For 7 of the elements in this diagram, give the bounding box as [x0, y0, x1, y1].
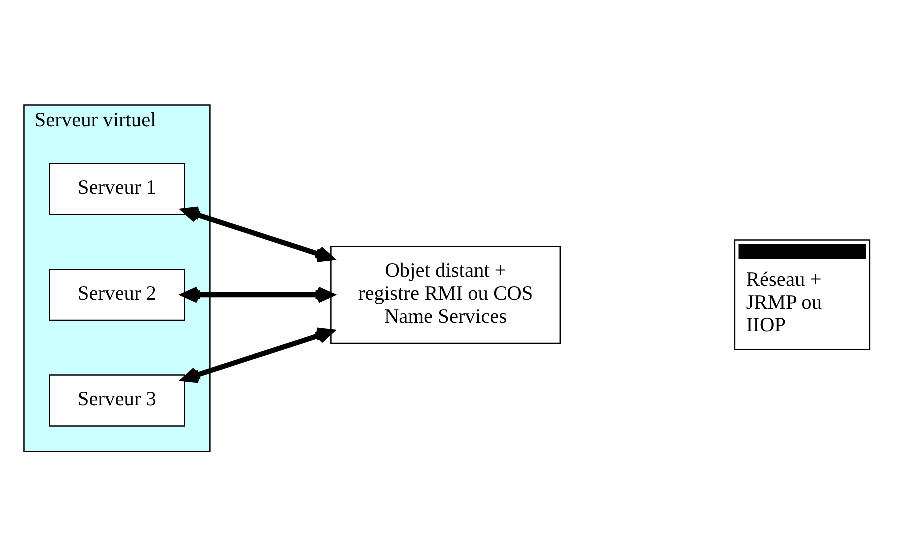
node-box: Serveur 2 — [49, 268, 186, 322]
arrow — [182, 206, 334, 262]
arrow — [182, 328, 334, 384]
node-box: Serveur 1 — [49, 163, 186, 216]
legend-label: Réseau + JRMP ou IIOP — [746, 268, 822, 337]
node-box: Serveur 3 — [49, 374, 186, 427]
node-box: Objet distant + registre RMI ou COS Name Services — [330, 246, 562, 344]
